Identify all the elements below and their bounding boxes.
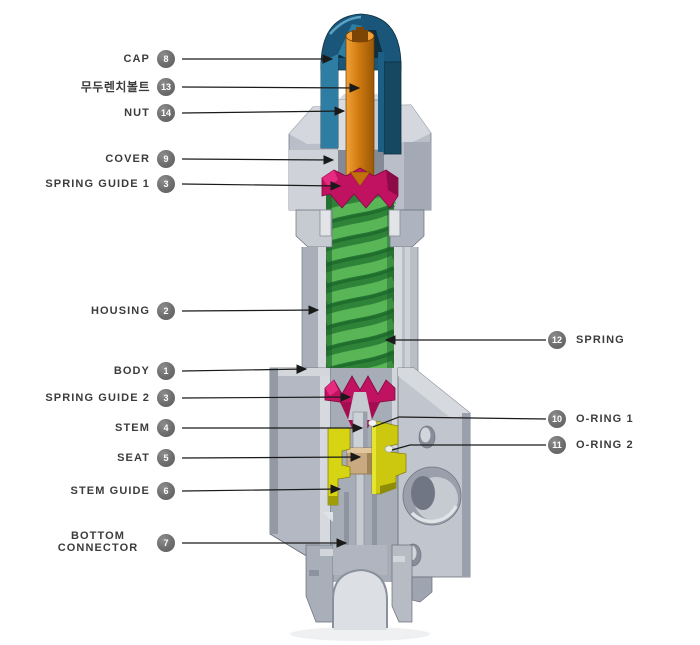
leader-line bbox=[181, 106, 346, 116]
leader-line bbox=[181, 181, 342, 191]
stem-guide-badge: 6 bbox=[157, 482, 175, 500]
o-ring-2-badge: 11 bbox=[548, 436, 566, 454]
cover-badge: 9 bbox=[157, 150, 175, 168]
part-label-nut: NUT bbox=[124, 107, 150, 119]
seat-badge: 5 bbox=[157, 449, 175, 467]
o-ring-1-badge: 10 bbox=[548, 410, 566, 428]
housing-badge: 2 bbox=[157, 302, 175, 320]
part-label-spring-guide-1: SPRING GUIDE 1 bbox=[45, 178, 150, 190]
o-ring-1-shape bbox=[368, 419, 377, 427]
part-label-set-screw-bolt: 무두렌치볼트 bbox=[80, 80, 150, 94]
spring-guide-1-badge: 3 bbox=[157, 175, 175, 193]
spring-badge: 12 bbox=[548, 331, 566, 349]
part-label-bottom-connector: BOTTOM CONNECTOR bbox=[57, 530, 139, 554]
part-label-stem-guide: STEM GUIDE bbox=[70, 485, 150, 497]
bottom-connector-badge: 7 bbox=[157, 534, 175, 552]
spring-guide-1-shape bbox=[321, 167, 399, 209]
set-screw-shape bbox=[345, 27, 375, 181]
part-label-spring: SPRING bbox=[576, 334, 625, 346]
part-label-seat: SEAT bbox=[117, 452, 150, 464]
leader-line bbox=[181, 305, 320, 315]
part-label-o-ring-1: O-RING 1 bbox=[576, 413, 634, 425]
part-label-body: BODY bbox=[113, 365, 150, 377]
leader-line bbox=[181, 392, 352, 402]
cap-badge: 8 bbox=[157, 50, 175, 68]
bottom-connector-shape bbox=[305, 492, 433, 630]
body-badge: 1 bbox=[157, 362, 175, 380]
leader-line bbox=[181, 83, 361, 93]
part-label-cap: CAP bbox=[123, 53, 150, 65]
leader-line bbox=[372, 416, 547, 428]
stem-badge: 4 bbox=[157, 419, 175, 437]
leader-line bbox=[181, 484, 342, 494]
nut-badge: 14 bbox=[157, 104, 175, 122]
o-ring-2-shape bbox=[384, 445, 394, 453]
leader-line bbox=[391, 444, 546, 451]
leader-line bbox=[181, 364, 308, 374]
part-label-o-ring-2: O-RING 2 bbox=[576, 439, 634, 451]
ground-shadow bbox=[290, 627, 430, 641]
part-label-spring-guide-2: SPRING GUIDE 2 bbox=[45, 392, 150, 404]
part-label-cover: COVER bbox=[105, 153, 150, 165]
part-label-stem: STEM bbox=[115, 422, 150, 434]
part-label-housing: HOUSING bbox=[90, 305, 150, 317]
spring-guide-2-badge: 3 bbox=[157, 389, 175, 407]
leader-line bbox=[181, 155, 335, 165]
set-screw-bolt-badge: 13 bbox=[157, 78, 175, 96]
housing-shape bbox=[295, 209, 425, 405]
leader-line bbox=[181, 452, 362, 462]
